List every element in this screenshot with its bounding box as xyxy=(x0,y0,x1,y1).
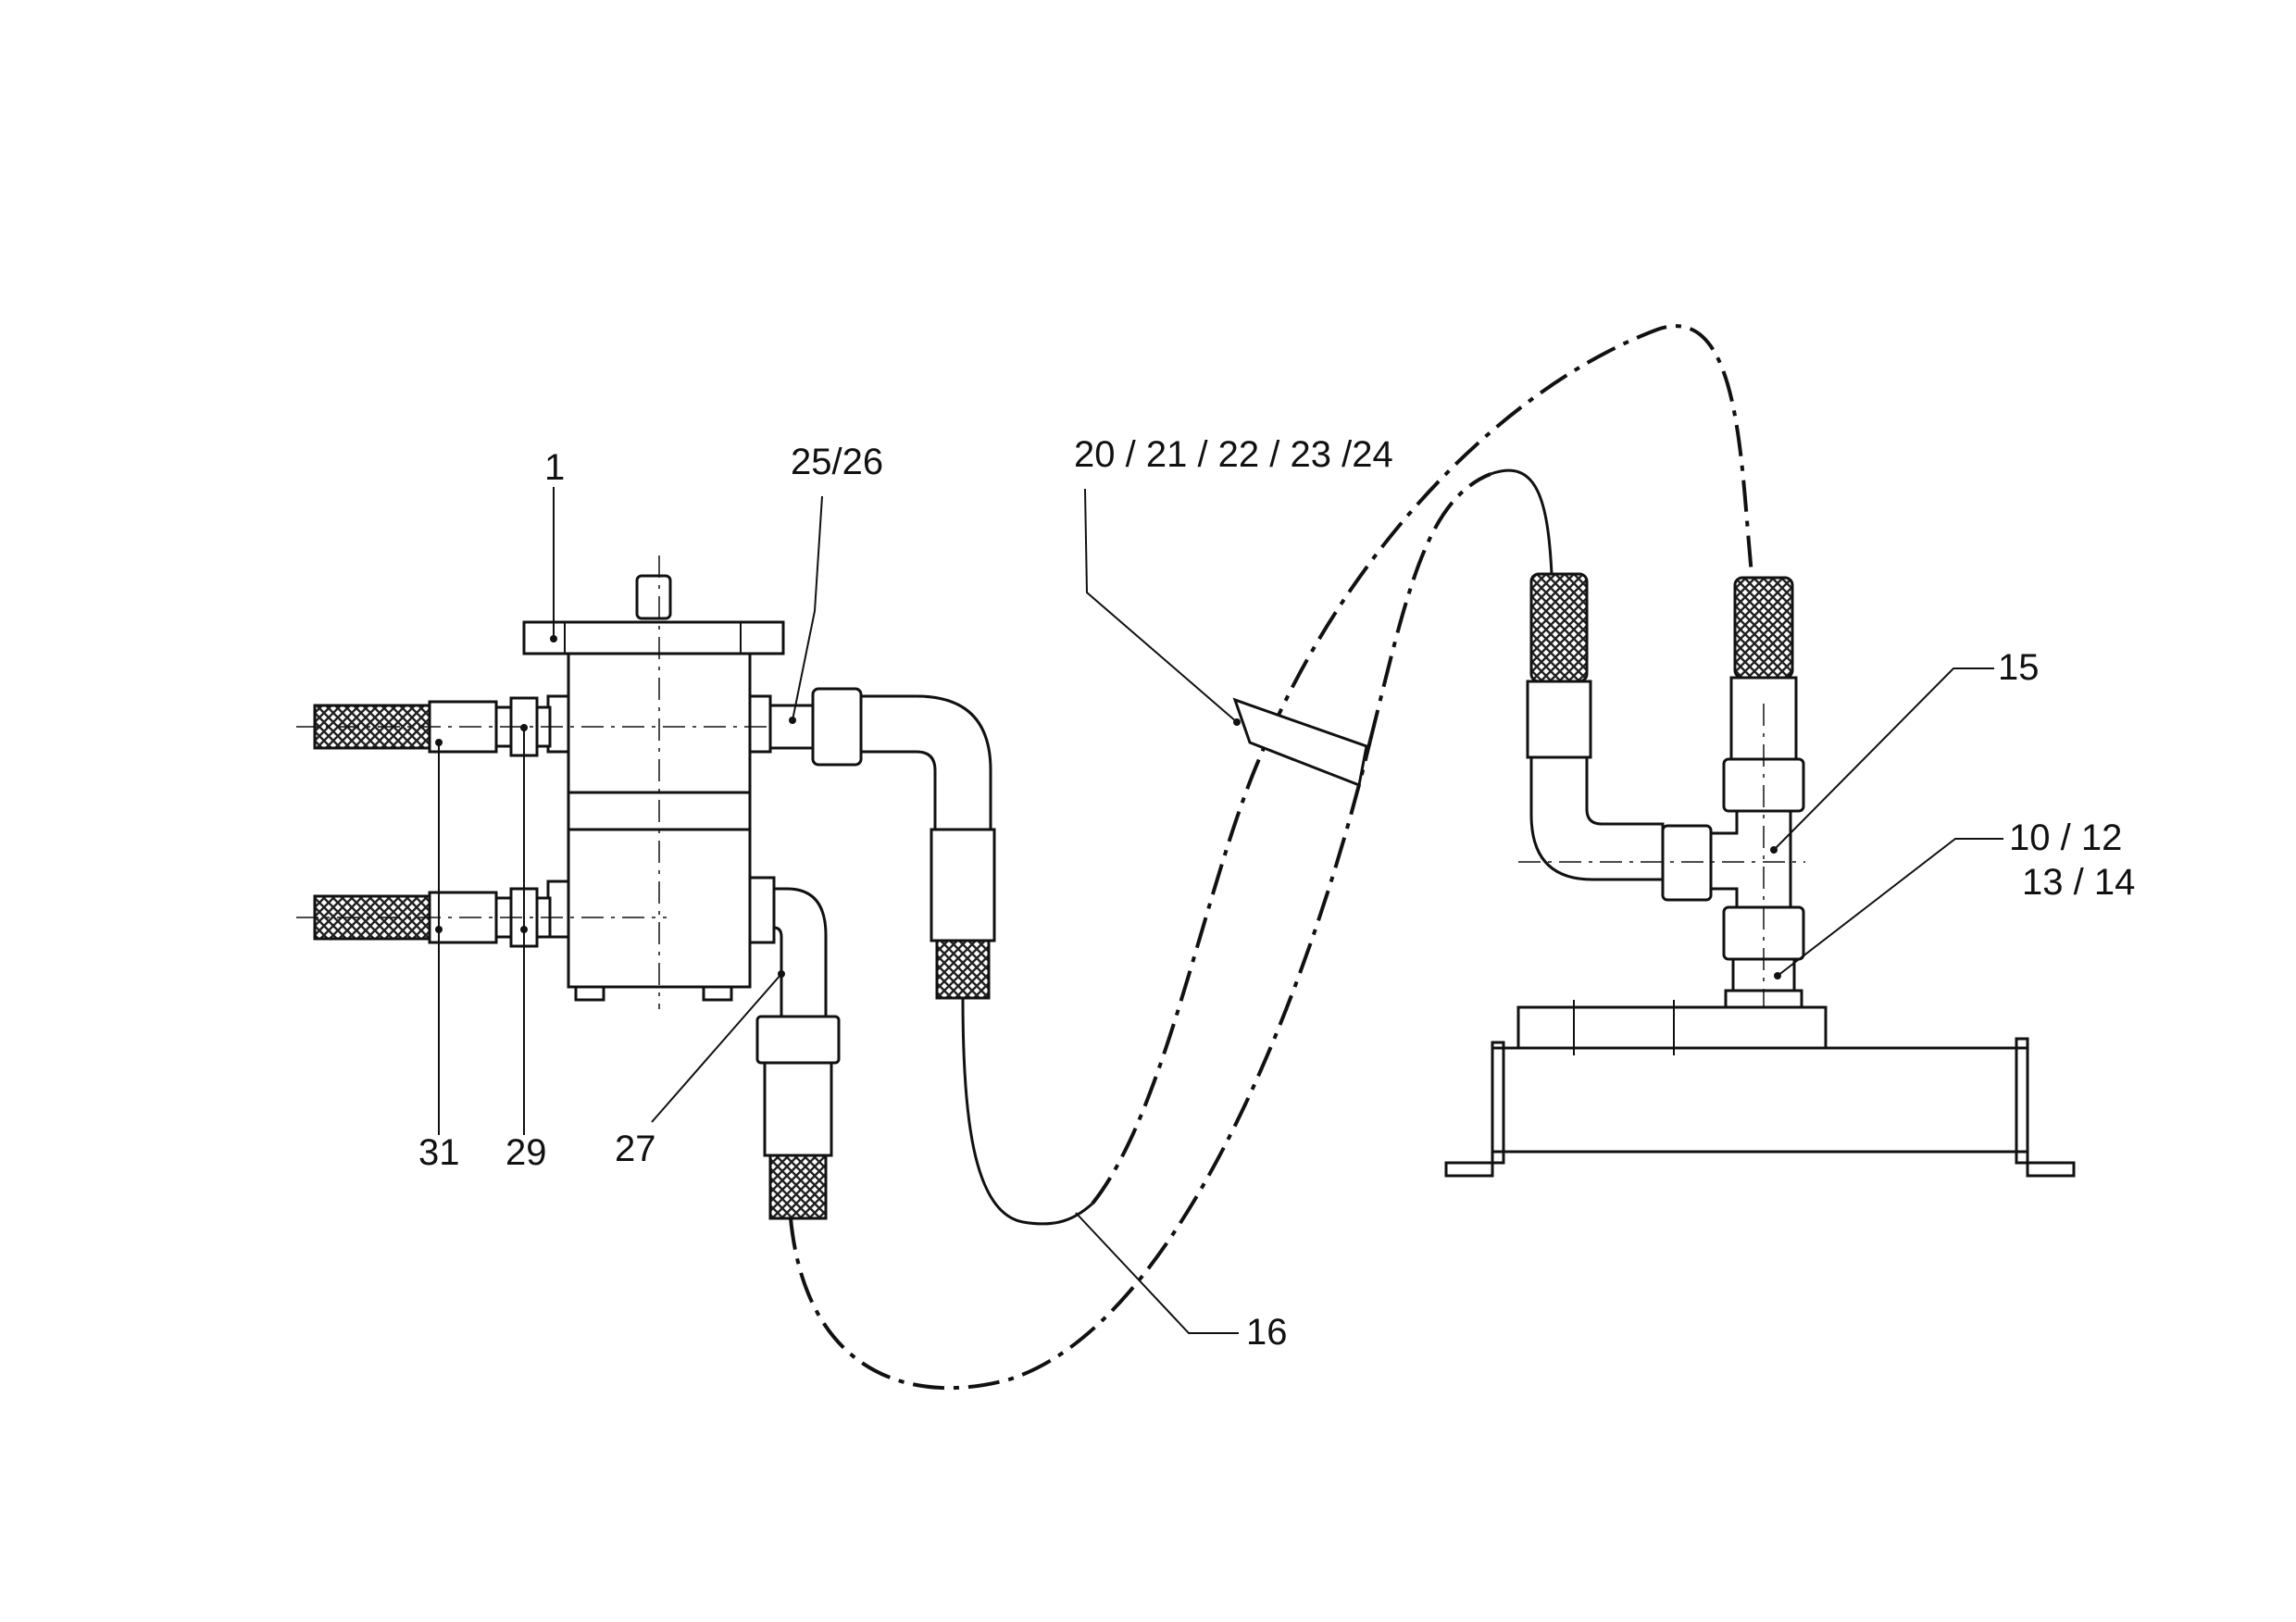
label-10-12: 10 / 12 xyxy=(2009,817,2122,858)
label-20-24: 20 / 21 / 22 / 23 /24 xyxy=(1074,434,1393,475)
pump-port-right-upper xyxy=(748,694,772,754)
leader-20-24 xyxy=(1084,488,1238,723)
leader-lines xyxy=(435,487,2003,1334)
leader-25-26 xyxy=(792,495,823,721)
lower-hose-ferrule xyxy=(763,1061,833,1157)
hose-16-inner-run xyxy=(789,740,1372,1391)
pump-flange xyxy=(522,620,785,655)
pump-foot-left xyxy=(574,985,605,1002)
label-31: 31 xyxy=(418,1132,460,1173)
lower-outlet-line xyxy=(755,887,841,1220)
tank-body xyxy=(1491,1046,2029,1154)
label-15: 15 xyxy=(1998,647,2040,688)
tank-bracket-left xyxy=(1444,1041,1505,1178)
label-25-26: 25/26 xyxy=(791,442,883,482)
lower-outlet-hose xyxy=(768,1154,828,1220)
left-inlet-lines xyxy=(296,696,926,948)
elbow-upper xyxy=(859,694,992,831)
label-29: 29 xyxy=(505,1132,547,1173)
manifold-hose-left xyxy=(1529,572,1589,683)
tee-15 xyxy=(1709,809,1792,909)
hose-16-solid-lower xyxy=(961,997,1094,1226)
pump-foot-right xyxy=(702,985,733,1002)
clamp-kit xyxy=(1232,697,1368,788)
label-27: 27 xyxy=(615,1129,656,1169)
tank-lid xyxy=(1516,1005,1828,1050)
manifold-ferrule-left xyxy=(1526,680,1592,759)
callout-labels: 1 25/26 20 / 21 / 22 / 23 /24 15 10 / 12… xyxy=(418,434,2135,1353)
swivel-nut-lower xyxy=(755,1015,841,1065)
elbow-27 xyxy=(772,887,828,1018)
label-13-14: 13 / 14 xyxy=(2022,862,2135,903)
pump-port-right-lower xyxy=(748,876,776,944)
fitting-25-26 xyxy=(768,704,815,750)
upper-hose-ferrule xyxy=(930,828,996,942)
manifold-elbow xyxy=(1529,755,1665,881)
leader-16 xyxy=(1075,1212,1239,1334)
leader-27 xyxy=(651,973,782,1123)
lower-inlet-hose xyxy=(313,894,431,941)
pump-shaft xyxy=(635,574,672,620)
hose-16-inner-rise xyxy=(1368,472,1491,742)
leader-15 xyxy=(1773,668,1994,851)
upper-outlet-line xyxy=(768,687,996,1000)
tee-side-nut xyxy=(1661,824,1713,902)
label-16: 16 xyxy=(1246,1312,1288,1353)
hose-16-outer-run xyxy=(1091,324,1753,1205)
pump-assembly xyxy=(522,555,785,1009)
hose-16-solid-upper xyxy=(1490,468,1554,575)
manifold-hose-right xyxy=(1733,576,1794,680)
label-1: 1 xyxy=(544,447,565,488)
upper-outlet-hose xyxy=(935,939,991,1000)
right-manifold xyxy=(1444,572,2076,1178)
swivel-nut-upper xyxy=(811,687,863,767)
hose-routing xyxy=(789,324,1753,1391)
tank-bracket-right xyxy=(2015,1037,2076,1178)
upper-inlet-hose xyxy=(313,704,431,750)
leader-10-14 xyxy=(1777,838,2003,977)
